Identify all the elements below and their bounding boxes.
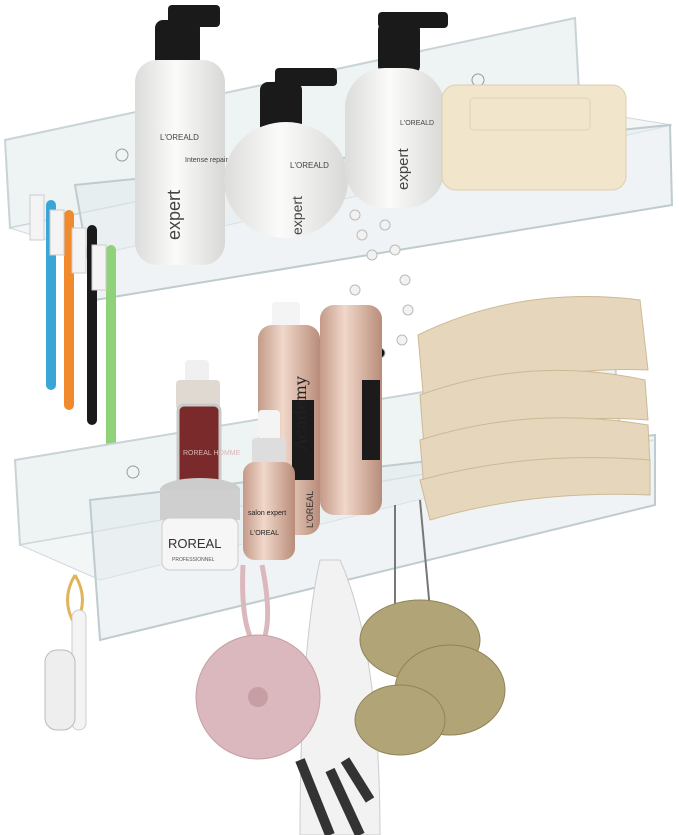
toothbrushes <box>29 194 116 470</box>
hanging-hand-towel <box>299 559 381 835</box>
academy-brand-label: L'OREAL <box>305 491 315 528</box>
salon-brand-label: L'OREAL <box>250 530 279 537</box>
bottle-brand-label: L'OREALD <box>160 133 199 142</box>
cream-jar: ROREAL PROFESSIONNEL <box>160 478 240 571</box>
pump-icon <box>272 302 300 332</box>
bottle-brand-label: L'OREALD <box>290 161 329 170</box>
shampoo-bottle-tall: L'OREALD Intense repair expert <box>135 5 228 265</box>
bottle-line-label: expert <box>164 190 184 240</box>
jar-sub-label: PROFESSIONNEL <box>172 557 215 563</box>
folded-towels <box>417 296 651 521</box>
salon-expert-label: salon expert <box>248 510 286 517</box>
mounting-hole <box>115 148 129 162</box>
bottle-line-label: expert <box>289 196 305 235</box>
jar-brand-label: ROREAL <box>168 536 221 551</box>
bottle-brand-label: L'OREALD <box>400 120 434 127</box>
towel-pattern <box>295 757 375 835</box>
serum-brand-label: ROREAL HOMME <box>183 450 241 457</box>
loofah-string <box>394 499 431 611</box>
serum-bottle: ROREAL HOMME <box>176 360 241 502</box>
academy-bottle-2 <box>320 305 382 515</box>
sponge-center <box>248 687 268 707</box>
bottle-line-label: expert <box>395 147 412 190</box>
academy-label: Academy <box>291 376 310 451</box>
bottle-variant-label: Intense repair <box>185 157 228 164</box>
soap-bar <box>441 84 627 191</box>
toothbrush-green <box>106 245 116 470</box>
shampoo-bottle-round: L'OREALD expert <box>224 68 348 238</box>
conditioner-bottle: L'OREALD expert <box>345 12 448 208</box>
scrub-brush <box>44 609 87 731</box>
loofah <box>354 599 506 756</box>
pump-icon <box>275 68 337 86</box>
salon-expert-spray: salon expert L'OREAL <box>243 410 295 560</box>
mounting-hole <box>126 465 140 479</box>
